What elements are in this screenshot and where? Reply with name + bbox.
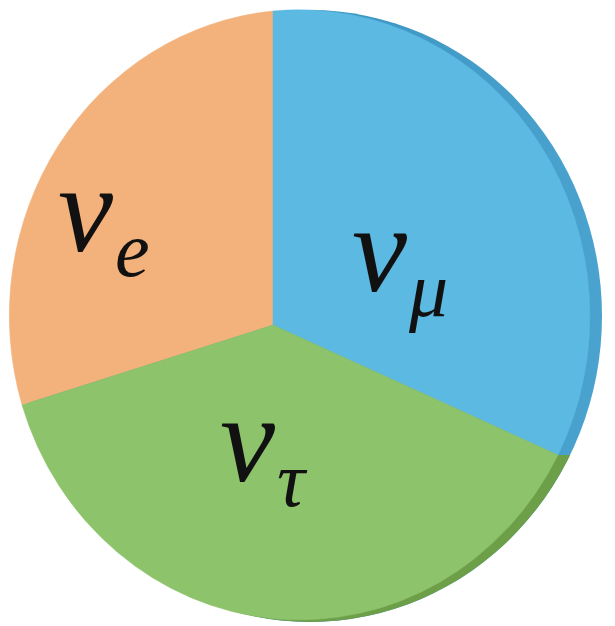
flavor-label: νμ xyxy=(352,188,448,312)
flavor-label: ντ xyxy=(220,378,305,502)
neutrino-symbol: ν xyxy=(352,181,407,318)
flavor-subscript: τ xyxy=(277,436,305,523)
neutrino-symbol: ν xyxy=(58,141,113,278)
neutrino-symbol: ν xyxy=(220,371,275,508)
flavor-subscript: μ xyxy=(409,246,448,333)
flavor-subscript: e xyxy=(115,206,150,293)
flavor-label: νe xyxy=(58,148,150,272)
